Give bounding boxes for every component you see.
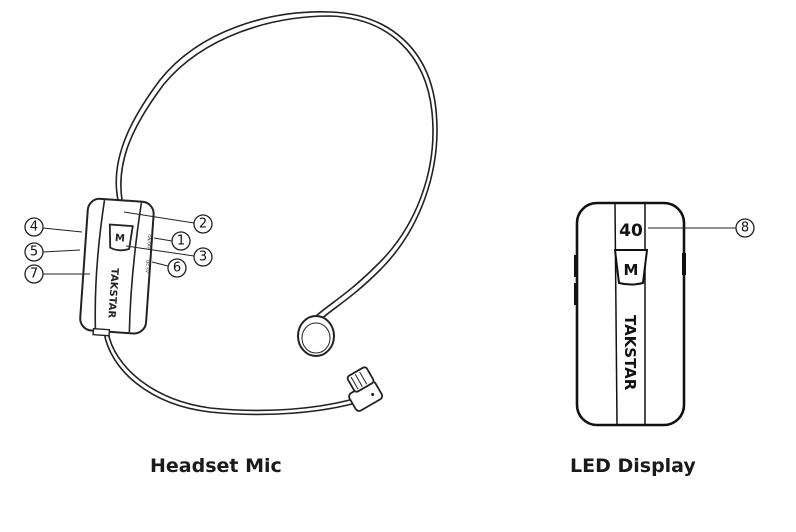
m-button-label: M (624, 261, 639, 279)
svg-text:8: 8 (741, 221, 749, 236)
mic-capsule (297, 315, 335, 357)
headset-bodypack: M TAKSTAR ON/OFF DC 5V (79, 197, 155, 337)
callout-8: 8 (648, 218, 755, 238)
callout-2: 2 (123, 211, 213, 234)
svg-text:6: 6 (173, 261, 181, 276)
callout-6: 6 (151, 258, 187, 278)
led-caption: LED Display (570, 455, 696, 477)
callout-7: 7 (24, 264, 90, 284)
connector-cable (103, 331, 353, 416)
brand-logo: TAKSTAR (105, 268, 119, 319)
m-button[interactable] (613, 249, 649, 286)
plug-connector (346, 366, 384, 412)
callout-5: 5 (24, 242, 81, 262)
power-label: ON/OFF (146, 234, 152, 250)
svg-text:1: 1 (177, 234, 185, 249)
svg-text:4: 4 (30, 220, 38, 235)
headset-caption: Headset Mic (150, 455, 282, 477)
callout-3: 3 (125, 245, 213, 267)
led-display: 40 (619, 221, 643, 241)
svg-text:5: 5 (30, 245, 38, 260)
m-button[interactable] (108, 223, 134, 252)
m-button-label: M (114, 233, 125, 245)
charge-label: DC 5V (145, 260, 151, 273)
callout-1: 1 (153, 231, 191, 251)
led-bodypack: 40 M TAKSTAR (574, 201, 686, 427)
callout-4: 4 (24, 217, 83, 237)
headband-cable (115, 11, 438, 323)
svg-text:7: 7 (30, 267, 38, 282)
svg-text:3: 3 (199, 250, 207, 265)
svg-text:2: 2 (199, 217, 207, 232)
brand-logo: TAKSTAR (621, 315, 639, 391)
